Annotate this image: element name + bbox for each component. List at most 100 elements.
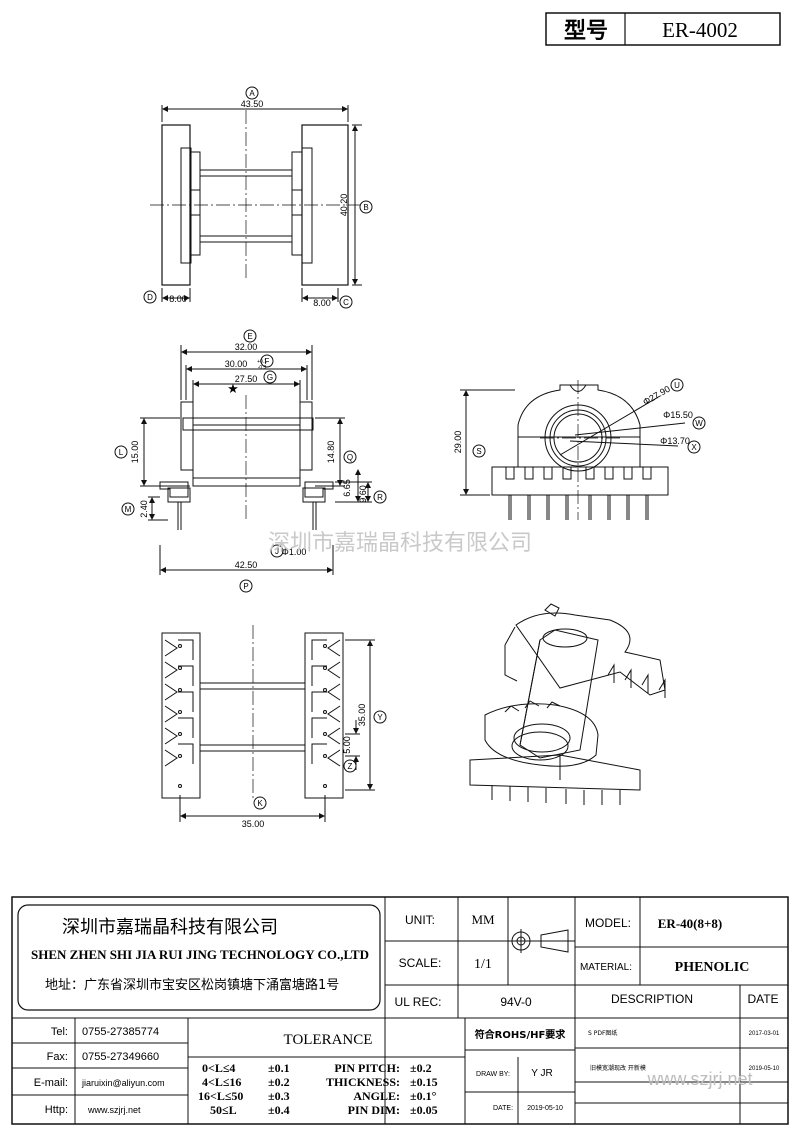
dim-C: 8.00 — [313, 298, 331, 308]
dim-S: 29.00 — [453, 431, 463, 454]
star-mark: ★ — [227, 382, 239, 397]
svg-text:Http:: Http: — [45, 1104, 68, 1116]
svg-text:±0.1°: ±0.1° — [410, 1089, 437, 1103]
svg-text:±0.2: ±0.2 — [410, 1061, 432, 1075]
bottom-view-right-slots — [311, 639, 341, 767]
svg-text:Fax:: Fax: — [47, 1051, 68, 1063]
dim-Z: 5.00 — [342, 736, 352, 754]
dim-A: 43.50 — [241, 99, 264, 109]
svg-text:DATE:: DATE: — [493, 1105, 513, 1112]
isometric-pins — [491, 663, 666, 805]
revision-2-desc: 旧模宽潮现改 开新模 — [590, 1064, 646, 1072]
dim-F: 30.00 — [225, 359, 248, 369]
revision-1-desc: S PDF图纸 — [588, 1029, 617, 1037]
website-watermark: www.szjrj.net — [646, 1069, 752, 1089]
svg-text:±0.05: ±0.05 — [410, 1103, 438, 1117]
svg-text:J: J — [275, 547, 279, 556]
rohs-note: 符合ROHS/HF要求 — [475, 1028, 567, 1041]
spec-material: PHENOLIC — [675, 960, 750, 975]
company-name-cn: 深圳市嘉瑞晶科技有限公司 — [62, 917, 278, 938]
draw-by: Y JR — [531, 1068, 553, 1079]
svg-text:F: F — [265, 357, 270, 366]
svg-text:G: G — [267, 373, 273, 382]
svg-text:UNIT:: UNIT: — [405, 913, 435, 927]
svg-text:THICKNESS:: THICKNESS: — [326, 1075, 400, 1089]
dim-L: 15.00 — [130, 441, 140, 464]
svg-text:E: E — [247, 332, 252, 341]
svg-text:DATE: DATE — [747, 992, 778, 1006]
company-block: 深圳市嘉瑞晶科技有限公司 SHEN ZHEN SHI JIA RUI JING … — [31, 917, 369, 993]
svg-text:Tel:: Tel: — [51, 1026, 68, 1038]
side-view-pins — [505, 467, 652, 520]
svg-text:DRAW BY:: DRAW BY: — [476, 1071, 510, 1078]
model-header-label: 型号 — [564, 19, 608, 44]
svg-text:R: R — [377, 493, 383, 502]
revision-block: S PDF图纸 2017-03-01 旧模宽潮现改 开新模 2019-05-10 — [588, 1029, 780, 1072]
dim-G: 27.50 — [235, 374, 258, 384]
dim-W: Φ15.50 — [663, 410, 693, 420]
dim-E: 32.00 — [235, 342, 258, 352]
svg-text:B: B — [363, 203, 368, 212]
contact-email: jiaruixin@aliyun.com — [81, 1078, 165, 1088]
title-block — [11, 896, 789, 1125]
spec-unit: MM — [471, 912, 495, 927]
svg-text:PIN DIM:: PIN DIM: — [348, 1103, 400, 1117]
svg-text:ANGLE:: ANGLE: — [353, 1089, 400, 1103]
svg-text:E-mail:: E-mail: — [34, 1077, 68, 1089]
dim-F-tol-top: +0.1 — [257, 359, 267, 365]
svg-text:MODEL:: MODEL: — [585, 916, 631, 930]
svg-text:UL REC:: UL REC: — [395, 995, 442, 1009]
svg-text:±0.1: ±0.1 — [268, 1061, 290, 1075]
front-view-labels: E 32.00 F 30.00 +0.1 -0.3 G 27.50 ★ L 15… — [114, 329, 387, 593]
dim-D: 8.00 — [169, 294, 187, 304]
svg-text:Y: Y — [377, 713, 383, 722]
tolerance-block: TOLERANCE 0<L≤4 ±0.1 4<L≤16 ±0.2 16<L≤50… — [198, 1032, 438, 1117]
company-address: 地址：广东省深圳市宝安区松岗镇塘下涌富塘路1号 — [45, 977, 339, 993]
top-view — [150, 105, 362, 302]
dim-P: 42.50 — [235, 560, 258, 570]
svg-text:DESCRIPTION: DESCRIPTION — [611, 992, 693, 1006]
svg-text:PIN PITCH:: PIN PITCH: — [334, 1061, 400, 1075]
spec-block: UNIT: MM SCALE: 1/1 UL REC: 94V-0 MODEL:… — [395, 912, 779, 1009]
side-view — [460, 380, 686, 520]
dim-X: Φ13.70 — [660, 436, 690, 446]
front-view — [140, 345, 372, 575]
watermark: 深圳市嘉瑞晶科技有限公司 — [268, 531, 532, 556]
svg-text:±0.2: ±0.2 — [268, 1075, 290, 1089]
dim-F-tol-bottom: -0.3 — [258, 365, 267, 371]
company-name-en: SHEN ZHEN SHI JIA RUI JING TECHNOLOGY CO… — [31, 947, 369, 962]
isometric-view — [469, 603, 666, 805]
svg-text:4<L≤16: 4<L≤16 — [202, 1075, 241, 1089]
svg-text:±0.3: ±0.3 — [268, 1089, 290, 1103]
svg-text:C: C — [343, 298, 349, 307]
bottom-view — [161, 625, 375, 822]
dim-R: 9.60 — [358, 485, 368, 503]
svg-text:MATERIAL:: MATERIAL: — [580, 962, 632, 973]
spec-ul: 94V-0 — [500, 995, 532, 1009]
svg-text:M: M — [125, 505, 132, 514]
svg-text:X: X — [691, 443, 697, 452]
dim-M: 2.40 — [139, 500, 149, 518]
dim-Y: 35.00 — [357, 704, 367, 727]
svg-text:L: L — [119, 448, 124, 457]
contact-fax: 0755-27349660 — [82, 1051, 159, 1063]
svg-text:50≤L: 50≤L — [210, 1103, 237, 1117]
spec-scale: 1/1 — [474, 957, 492, 972]
bottom-view-left-slots — [164, 639, 194, 767]
dim-U: Φ27.90 — [641, 384, 672, 408]
tolerance-title: TOLERANCE — [284, 1032, 373, 1048]
draw-date: 2019-05-10 — [527, 1105, 563, 1112]
svg-text:A: A — [249, 89, 255, 98]
svg-text:16<L≤50: 16<L≤50 — [198, 1089, 243, 1103]
contact-block: Tel: 0755-27385774 Fax: 0755-27349660 E-… — [34, 1026, 165, 1116]
dim-Q: 14.80 — [326, 441, 336, 464]
top-view-labels: A 43.50 B 40.20 D 8.00 C 8.00 — [143, 86, 373, 309]
approval-block: 符合ROHS/HF要求 DRAW BY: Y JR DATE: 2019-05-… — [475, 1028, 567, 1112]
svg-text:K: K — [257, 799, 263, 808]
model-header: 型号 ER-4002 — [545, 12, 781, 46]
svg-text:Q: Q — [347, 453, 353, 462]
svg-text:±0.15: ±0.15 — [410, 1075, 438, 1089]
dim-R-inner: 6.65 — [342, 479, 352, 497]
svg-text:U: U — [674, 381, 680, 390]
